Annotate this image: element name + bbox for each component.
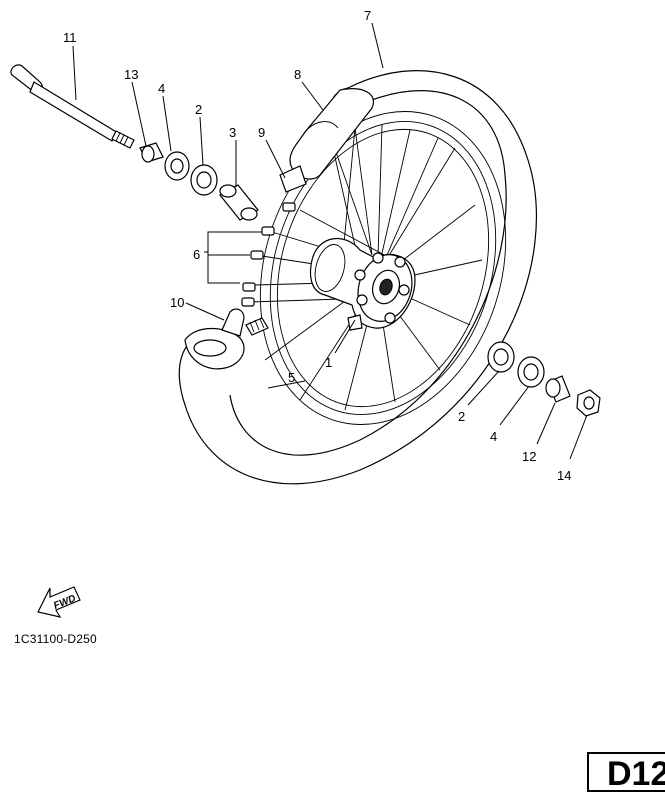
callout-14: 14 — [557, 468, 571, 483]
leader-lines — [72, 22, 588, 460]
callout-5: 5 — [288, 370, 295, 385]
page-tag: D12 — [587, 752, 665, 793]
tube — [289, 88, 374, 180]
hub — [309, 237, 416, 331]
callout-12: 12 — [522, 449, 536, 464]
oil-seal-right — [517, 356, 545, 388]
valve — [221, 308, 269, 337]
callout-4: 4 — [158, 81, 165, 96]
rim-band — [279, 165, 307, 193]
collar — [139, 142, 164, 163]
callout-3: 3 — [229, 125, 236, 140]
collar-right — [545, 375, 571, 403]
callout-8: 8 — [294, 67, 301, 82]
callout-labels: 7 11 8 13 4 2 3 9 6 10 1 5 2 4 12 14 — [63, 8, 571, 483]
drawing-code: 1C31100-D250 — [14, 632, 97, 646]
nut — [576, 389, 601, 417]
callout-1: 1 — [325, 355, 332, 370]
callout-11: 11 — [63, 30, 77, 45]
axle — [10, 64, 135, 149]
bearing-right — [487, 341, 515, 373]
bearing-left — [190, 164, 218, 196]
page-tag-label: D12 — [607, 755, 665, 793]
callout-4-right: 4 — [490, 429, 497, 444]
fwd-arrow-icon: FWD — [37, 586, 81, 618]
callout-9: 9 — [258, 125, 265, 140]
oil-seal-left — [164, 151, 190, 181]
callout-10: 10 — [170, 295, 184, 310]
spacer — [219, 184, 259, 221]
spoke-nipples — [241, 202, 296, 307]
callout-13: 13 — [124, 67, 138, 82]
callout-2-right: 2 — [458, 409, 465, 424]
tube-lower — [184, 327, 245, 370]
callout-6: 6 — [193, 247, 200, 262]
callout-7: 7 — [364, 8, 371, 23]
callout-2: 2 — [195, 102, 202, 117]
